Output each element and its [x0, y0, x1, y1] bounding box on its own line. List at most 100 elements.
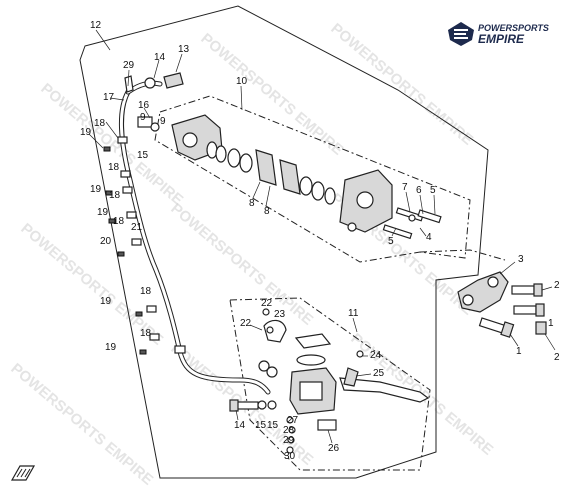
empire-emblem-icon	[448, 22, 474, 46]
top-banjo	[124, 72, 184, 132]
callout-19: 19	[80, 127, 92, 138]
page-corner-icon	[10, 465, 36, 481]
callout-18: 18	[140, 328, 152, 339]
callout-14: 14	[154, 52, 166, 63]
brake-lever	[339, 377, 430, 403]
watermark: POWERSPORTS EMPIRE POWERSPORTS EMPIRE PO…	[7, 20, 496, 489]
handlebar-clamp	[263, 319, 287, 343]
master-cylinder-callouts: 22 22 23 24 25 26 27 28 29 30 14 15 15	[234, 298, 385, 462]
hose-callouts: 29 14 13 17 16 15 9 18 19 18 19 18 19 18…	[80, 44, 190, 353]
brand-logo: POWERSPORTS EMPIRE	[448, 22, 549, 46]
callout-3: 3	[518, 254, 524, 265]
group-12-outline	[79, 5, 489, 479]
callout-21: 21	[131, 222, 143, 233]
callout-12: 12	[90, 20, 102, 31]
hose-clips	[117, 136, 186, 354]
diaphragm	[296, 354, 326, 366]
banjo-bolt	[163, 72, 184, 89]
callout-24: 24	[370, 350, 382, 361]
callout-22: 22	[240, 318, 252, 329]
screw	[262, 308, 270, 316]
bracket-bolt	[511, 285, 535, 295]
caliper-bracket-parts	[457, 271, 547, 338]
hose-guide	[124, 75, 134, 93]
callout-6: 6	[416, 185, 422, 196]
callout-20: 20	[100, 236, 112, 247]
callout-1: 1	[516, 346, 522, 357]
bolt-head	[500, 321, 515, 338]
callout-9: 9	[160, 116, 166, 127]
leader	[352, 317, 358, 333]
brand-line2: EMPIRE	[478, 32, 525, 46]
callout-18: 18	[140, 286, 152, 297]
mount-hole	[487, 276, 499, 288]
bolt-head	[533, 283, 543, 297]
piston	[239, 153, 253, 173]
callout-15: 15	[267, 420, 279, 431]
banjo-fitting	[137, 116, 153, 128]
washer	[258, 360, 270, 372]
bleeder-screw	[417, 209, 442, 224]
callout-13: 13	[178, 44, 190, 55]
washer	[267, 400, 277, 410]
callout-2: 2	[554, 352, 560, 363]
callout-30: 30	[284, 451, 296, 462]
washer	[408, 214, 416, 222]
callout-27: 27	[287, 415, 299, 426]
callout-16: 16	[138, 100, 150, 111]
hose-clip	[122, 186, 133, 194]
caliper-bracket	[457, 271, 509, 313]
callout-8: 8	[249, 198, 255, 209]
piston	[299, 176, 313, 196]
link-line	[419, 249, 506, 261]
seal	[324, 187, 336, 205]
callout-22: 22	[261, 298, 273, 309]
callout-19: 19	[105, 342, 117, 353]
banjo-bolt	[235, 401, 259, 410]
screws	[103, 146, 147, 355]
bracket-bolt	[513, 305, 537, 315]
seal	[215, 145, 227, 163]
piston	[311, 181, 325, 201]
callout-28: 28	[283, 425, 295, 436]
mount-hole	[347, 222, 357, 232]
screw	[117, 251, 125, 257]
callout-8: 8	[264, 206, 270, 217]
washer	[150, 122, 160, 132]
callout-19: 19	[90, 184, 102, 195]
group-10-outline	[154, 95, 471, 263]
spring	[287, 436, 295, 444]
bolt-head	[535, 303, 545, 317]
callout-5: 5	[430, 185, 436, 196]
callout-29: 29	[283, 435, 295, 446]
watermark-text: POWERSPORTS EMPIRE	[167, 200, 316, 329]
o-ring	[288, 426, 296, 434]
brake-pad	[279, 159, 301, 195]
sight-glass	[299, 381, 323, 401]
caliper-parts	[171, 114, 442, 240]
callout-26: 26	[328, 443, 340, 454]
screw	[105, 190, 113, 196]
callout-5: 5	[388, 236, 394, 247]
bracket-callouts: 3 2 2 1 1	[499, 254, 560, 363]
washer	[144, 77, 156, 89]
callout-14: 29	[123, 60, 135, 71]
mount-hole	[462, 294, 474, 306]
piston-bore	[182, 132, 198, 148]
piston-bore	[356, 191, 374, 209]
screw	[266, 326, 274, 334]
callout-2: 2	[554, 280, 560, 291]
pivot-bolt	[356, 350, 364, 358]
slide-pin	[382, 224, 413, 240]
callout-4: 4	[426, 232, 432, 243]
callout-17: 17	[103, 92, 115, 103]
callout-19: 19	[100, 296, 112, 307]
callout-25: 25	[373, 368, 385, 379]
callout-9: 9	[140, 112, 146, 123]
group-11-outline	[229, 297, 431, 471]
callout-23: 23	[274, 309, 286, 320]
hose-clip	[131, 238, 142, 246]
brake-pad	[255, 149, 277, 186]
callout-1: 1	[548, 318, 554, 329]
